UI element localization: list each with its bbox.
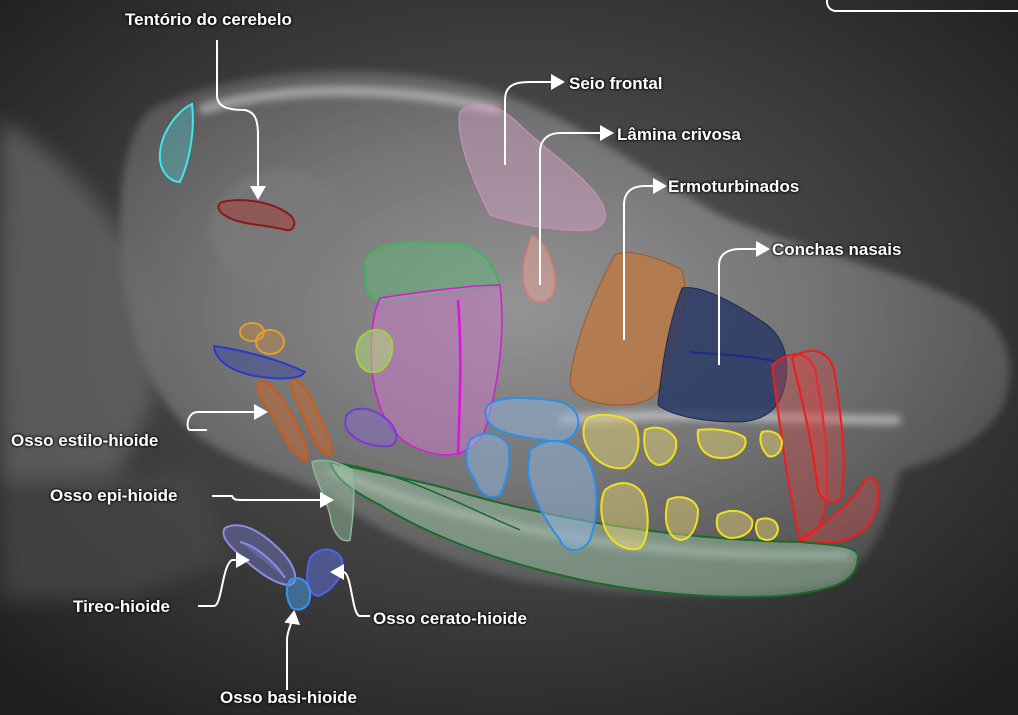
label-tireo-hioide: Tireo-hioide	[73, 597, 170, 617]
label-conchas-nasais: Conchas nasais	[772, 240, 901, 260]
top-right-frame	[826, 0, 1018, 12]
condyle-region	[356, 330, 392, 372]
label-osso-epi-hioide: Osso epi-hioide	[50, 486, 178, 506]
label-ermoturbinados: Ermoturbinados	[668, 177, 799, 197]
label-osso-estilo-hioide: Osso estilo-hioide	[11, 431, 158, 451]
label-tentorio-do-cerebelo: Tentório do cerebelo	[125, 10, 292, 30]
label-osso-basi-hioide: Osso basi-hioide	[220, 688, 357, 708]
label-seio-frontal: Seio frontal	[569, 74, 663, 94]
basi-hioide-shape	[287, 578, 310, 609]
label-lamina-crivosa: Lâmina crivosa	[617, 125, 741, 145]
label-osso-cerato-hioide: Osso cerato-hioide	[373, 609, 527, 629]
